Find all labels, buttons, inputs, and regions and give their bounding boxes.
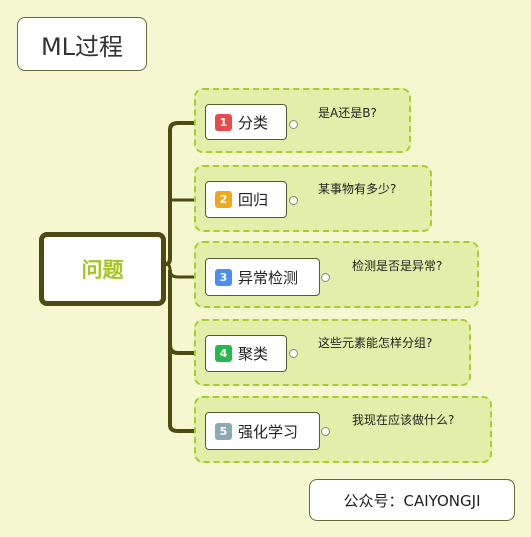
central-topic: 问题 [39, 232, 166, 306]
question-text-1: 是A还是B? [318, 106, 377, 120]
collapse-toggle-5[interactable] [321, 427, 330, 436]
branch-node-regression[interactable]: 2 回归 [205, 181, 287, 218]
branch-group-2 [194, 165, 432, 232]
number-badge-2: 2 [215, 191, 232, 208]
question-text-4: 这些元素能怎样分组? [318, 336, 433, 350]
branch-label: 回归 [238, 191, 269, 209]
question-text-2: 某事物有多少? [318, 182, 397, 196]
branch-label: 聚类 [238, 345, 269, 363]
question-text-5: 我现在应该做什么? [352, 413, 455, 427]
branch-group-5 [194, 396, 492, 463]
collapse-toggle-3[interactable] [321, 273, 330, 282]
branch-label: 异常检测 [238, 268, 299, 287]
branch-node-anomaly-detection[interactable]: 3 异常检测 [205, 258, 320, 296]
branch-label: 强化学习 [238, 422, 299, 441]
footer-label: 公众号：CAIYONGJI [309, 479, 515, 521]
question-text-3: 检测是否是异常? [352, 259, 443, 273]
number-badge-3: 3 [215, 268, 232, 286]
diagram-title: ML过程 [17, 17, 147, 71]
branch-label: 分类 [238, 113, 269, 132]
collapse-toggle-4[interactable] [289, 349, 298, 358]
branch-node-reinforcement-learning[interactable]: 5 强化学习 [205, 412, 320, 450]
branch-line-5 [168, 340, 205, 433]
number-badge-1: 1 [215, 113, 232, 131]
number-badge-4: 4 [215, 345, 232, 362]
number-badge-5: 5 [215, 422, 232, 440]
branch-node-clustering[interactable]: 4 聚类 [205, 335, 287, 372]
collapse-toggle-1[interactable] [289, 120, 298, 129]
collapse-toggle-2[interactable] [289, 196, 298, 205]
branch-node-classification[interactable]: 1 分类 [205, 104, 287, 140]
